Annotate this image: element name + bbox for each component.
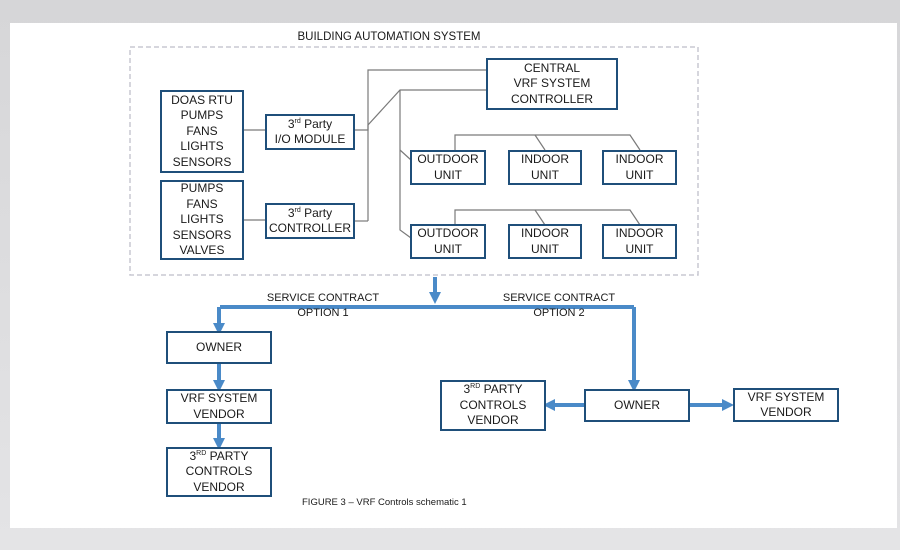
equipment-item: LIGHTS: [180, 139, 224, 154]
equipment-item: DOAS RTU: [171, 92, 233, 107]
vendor-line: 3RD PARTY: [463, 382, 523, 397]
unit-line: INDOOR: [521, 226, 569, 240]
option2-controls-vendor: 3RD PARTY CONTROLS VENDOR: [440, 380, 546, 431]
module-type: CONTROLLER: [268, 221, 351, 235]
unit-line: OUTDOOR: [417, 226, 479, 240]
vendor-line: VRF SYSTEM: [747, 389, 825, 404]
equipment-item: LIGHTS: [180, 212, 224, 227]
unit-line: INDOOR: [615, 226, 664, 240]
option2-owner: OWNER: [584, 389, 690, 422]
unit-line: UNIT: [531, 241, 559, 256]
option1-owner: OWNER: [166, 331, 272, 364]
unit-line: UNIT: [625, 167, 654, 182]
equipment-item: PUMPS: [180, 181, 224, 196]
vendor-line: VENDOR: [193, 406, 245, 421]
option2-heading: SERVICE CONTRACT OPTION 2: [502, 292, 616, 319]
building-automation-boundary: [129, 46, 699, 276]
equipment-item: VALVES: [179, 243, 225, 258]
owner-label: OWNER: [196, 339, 242, 354]
vendor-line: CONTROLS: [185, 464, 253, 479]
vendor-line: VRF SYSTEM: [180, 391, 258, 405]
central-vrf-controller: CENTRAL VRF SYSTEM CONTROLLER: [486, 58, 618, 110]
owner-label: OWNER: [614, 397, 660, 412]
option1-heading: SERVICE CONTRACT OPTION 1: [266, 292, 380, 319]
option1-controls-vendor: 3RD PARTY CONTROLS VENDOR: [166, 447, 272, 497]
unit-line: UNIT: [434, 241, 462, 256]
vendor-line: 3RD PARTY: [189, 448, 249, 463]
unit-line: INDOOR: [521, 152, 569, 166]
equipment-item: PUMPS: [180, 108, 224, 123]
unit-line: UNIT: [434, 167, 462, 182]
third-party-io-module: 3rd Party I/O MODULE: [265, 114, 355, 150]
wiring: [243, 69, 641, 239]
unit-line: UNIT: [531, 167, 559, 182]
controller-line: VRF SYSTEM: [513, 76, 591, 91]
diagram-title: BUILDING AUTOMATION SYSTEM: [297, 31, 481, 43]
service-contract-arrows: [213, 277, 734, 450]
vendor-line: VENDOR: [193, 479, 245, 494]
equipment-item: FANS: [186, 123, 218, 138]
unit-line: UNIT: [625, 241, 654, 256]
vendor-line: VENDOR: [467, 413, 519, 428]
controller-line: CONTROLLER: [510, 91, 593, 106]
controller-line: CENTRAL: [523, 60, 580, 75]
unit-line: OUTDOOR: [417, 152, 479, 166]
module-name: 3rd Party: [287, 205, 333, 220]
vendor-line: CONTROLS: [459, 397, 527, 412]
equipment-group-2: PUMPS FANS LIGHTS SENSORS VALVES: [160, 180, 244, 260]
unit-line: INDOOR: [615, 152, 664, 166]
equipment-item: SENSORS: [172, 227, 232, 242]
third-party-controller: 3rd Party CONTROLLER: [265, 203, 355, 239]
vendor-line: VENDOR: [760, 405, 812, 419]
module-name: 3rd Party: [287, 116, 333, 131]
figure-caption: FIGURE 3 – VRF Controls schematic 1: [302, 497, 467, 508]
equipment-item: SENSORS: [172, 154, 232, 169]
equipment-item: FANS: [186, 196, 218, 211]
equipment-group-1: DOAS RTU PUMPS FANS LIGHTS SENSORS: [160, 90, 244, 173]
module-type: I/O MODULE: [274, 132, 346, 146]
